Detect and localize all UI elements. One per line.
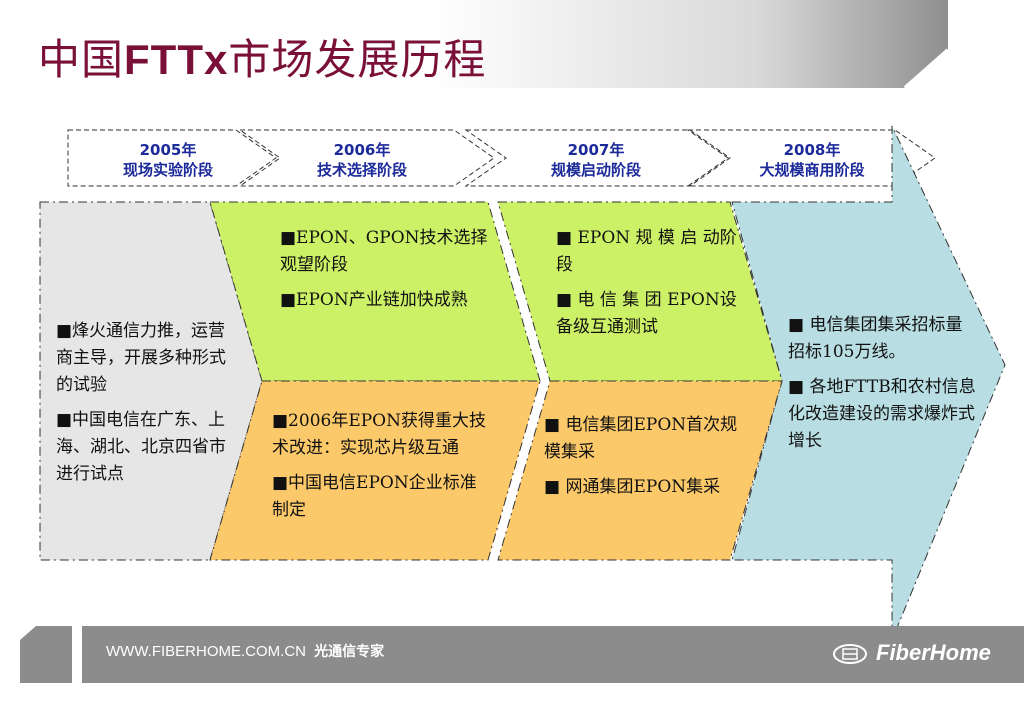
footer-url[interactable]: WWW.FIBERHOME.COM.CN — [106, 643, 306, 660]
box-2006-bottom — [209, 380, 541, 561]
stage-header-2005: 2005年 现场实验阶段 — [68, 140, 268, 180]
stage-label: 大规模商用阶段 — [759, 161, 865, 179]
stage-header-2006: 2006年 技术选择阶段 — [262, 140, 462, 180]
bullet-item: ■ 网通集团EPON集采 — [544, 477, 721, 497]
title-band — [0, 0, 948, 88]
bullet-item: ■中国电信EPON企业标准制定 — [272, 473, 477, 520]
stage-label: 技术选择阶段 — [316, 161, 407, 179]
bullet-item: ■ 电 信 集 团 EPON设备级互通测试 — [556, 290, 737, 337]
bullet-item: ■烽火通信力推，运营商主导，开展多种形式的试验 — [56, 321, 226, 395]
box-2007-bottom — [497, 380, 783, 561]
bullet-item: ■中国电信在广东、上海、湖北、北京四省市进行试点 — [56, 410, 226, 484]
box-2006-bottom-text: ■2006年EPON获得重大技术改进：实现芯片级互通 ■中国电信EPON企业标准… — [272, 408, 486, 532]
bullet-item: ■ 电信集团集采招标量招标105万线。 — [788, 315, 963, 362]
box-2007-bottom-text: ■ 电信集团EPON首次规模集采 ■ 网通集团EPON集采 — [544, 412, 744, 509]
title-bold: FTTx — [124, 36, 229, 83]
stage-year: 2007年 — [567, 141, 625, 159]
bullet-item: ■ 电信集团EPON首次规模集采 — [544, 415, 738, 462]
box-2005 — [39, 201, 263, 561]
bullet-item: ■EPON产业链加快成熟 — [280, 290, 468, 310]
logo-text: FiberHome — [876, 640, 991, 665]
bullet-item: ■2006年EPON获得重大技术改进：实现芯片级互通 — [272, 411, 486, 458]
arrow-2008-text: ■ 电信集团集采招标量招标105万线。 ■ 各地FTTB和农村信息化改造建设的需… — [788, 312, 978, 463]
arrow-2008 — [731, 125, 1006, 641]
stage-year: 2005年 — [139, 141, 197, 159]
footer-logo: FiberHome — [832, 640, 991, 666]
box-2007-top-text: ■ EPON 规 模 启 动阶段 ■ 电 信 集 团 EPON设备级互通测试 — [556, 225, 740, 349]
footer-bar — [82, 626, 1024, 683]
stage-header-2008: 2008年 大规模商用阶段 — [712, 140, 912, 180]
bullet-item: ■ 各地FTTB和农村信息化改造建设的需求爆炸式增长 — [788, 377, 976, 451]
stage-year: 2006年 — [333, 141, 391, 159]
title-prefix: 中国 — [38, 35, 125, 84]
stage-year: 2008年 — [783, 141, 841, 159]
stage-label: 规模启动阶段 — [550, 161, 641, 179]
box-2005-text: ■烽火通信力推，运营商主导，开展多种形式的试验 ■中国电信在广东、上海、湖北、北… — [56, 318, 240, 496]
bullet-item: ■ EPON 规 模 启 动阶段 — [556, 228, 737, 275]
footer-left-block — [20, 626, 72, 683]
fiberhome-logo-icon — [833, 644, 867, 665]
stage-label: 现场实验阶段 — [122, 161, 213, 179]
stage-header-2007: 2007年 规模启动阶段 — [496, 140, 696, 180]
page-title: 中国FTTx市场发展历程 — [38, 26, 486, 87]
header-chevron-2005 — [67, 129, 277, 187]
bullet-item: ■EPON、GPON技术选择观望阶段 — [280, 228, 488, 275]
footer-slogan: 光通信专家 — [314, 644, 385, 660]
title-suffix: 市场发展历程 — [228, 35, 487, 84]
footer-text: WWW.FIBERHOME.COM.CN 光通信专家 — [106, 641, 384, 661]
box-2006-top-text: ■EPON、GPON技术选择观望阶段 ■EPON产业链加快成熟 — [280, 225, 492, 322]
